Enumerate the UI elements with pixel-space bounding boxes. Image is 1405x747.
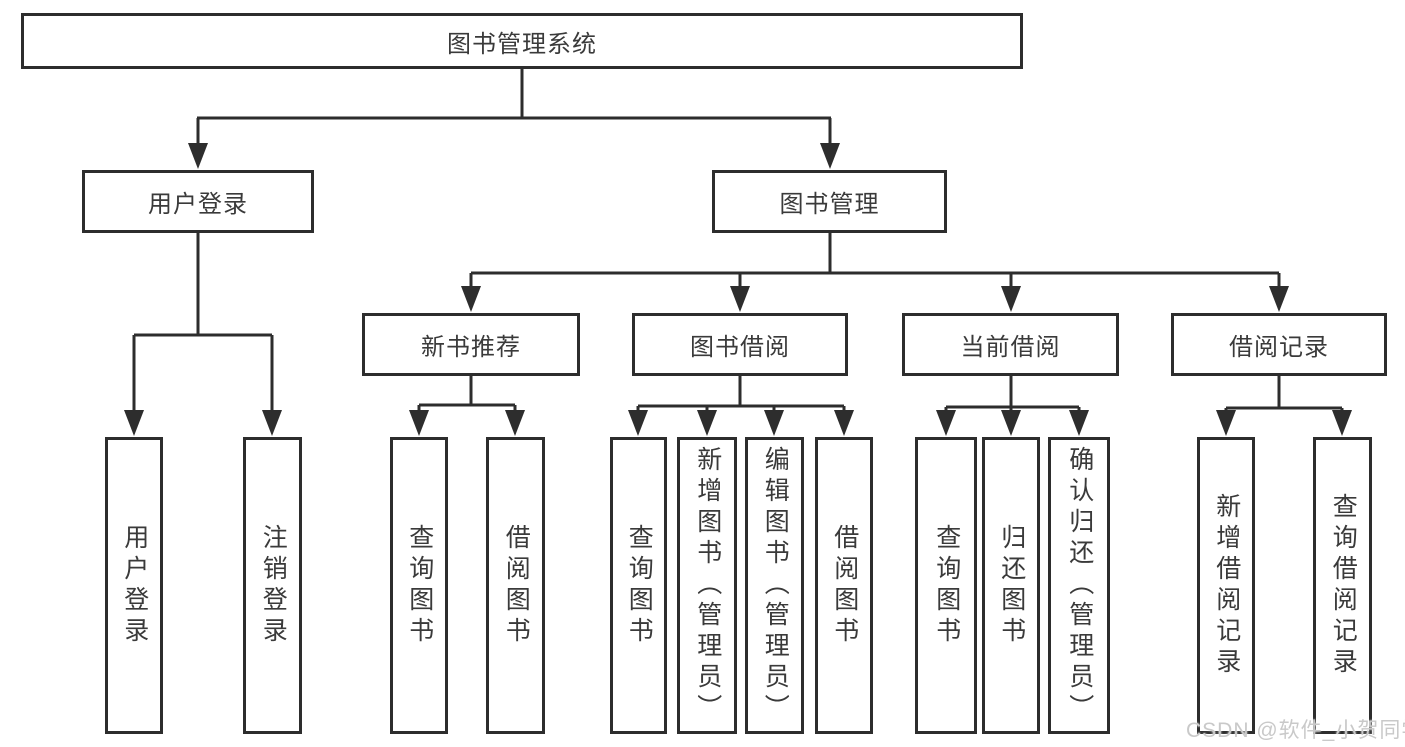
node-label: 借阅图书 [502,523,531,648]
node-label: 确认归还（管理员） [1065,446,1094,725]
node-label: 编辑图书（管理员） [761,446,790,725]
node-user-login: 用户登录 [82,170,314,233]
csdn-watermark: CSDN @软件_小贺同学 [1186,719,1405,742]
leaf-recommend-query-books: 查询图书 [390,437,448,734]
node-label: 用户登录 [120,523,149,648]
node-current-borrowing: 当前借阅 [902,313,1119,376]
leaf-user-login: 用户登录 [105,437,163,734]
leaf-recommend-borrow-books: 借阅图书 [486,437,545,734]
node-label: 借阅记录 [1229,334,1329,361]
node-label: 新书推荐 [421,334,521,361]
node-borrowing-records: 借阅记录 [1171,313,1387,376]
leaf-borrow-query-books: 查询图书 [610,437,667,734]
node-label: 新增借阅记录 [1212,492,1241,679]
node-label: 查询图书 [625,523,654,648]
node-label: 当前借阅 [960,334,1061,361]
node-label: 图书管理系统 [447,30,597,58]
leaf-current-query-books: 查询图书 [915,437,977,734]
leaf-logout: 注销登录 [243,437,302,734]
node-book-borrowing: 图书借阅 [632,313,848,376]
leaf-records-query-record: 查询借阅记录 [1313,437,1372,734]
leaf-borrow-edit-books-admin: 编辑图书（管理员） [745,437,804,734]
node-label: 查询借阅记录 [1329,492,1358,679]
leaf-current-confirm-return-admin: 确认归还（管理员） [1048,437,1110,734]
leaf-borrow-add-books-admin: 新增图书（管理员） [677,437,737,734]
leaf-records-add-record: 新增借阅记录 [1197,437,1255,734]
node-label: 图书借阅 [690,334,790,361]
node-label: 图书管理 [779,191,880,218]
node-label: 归还图书 [997,523,1026,648]
node-label: 新增图书（管理员） [693,446,722,725]
node-book-management: 图书管理 [712,170,947,233]
node-label: 查询图书 [405,523,434,648]
node-label: 查询图书 [932,523,961,648]
node-label: 借阅图书 [830,523,859,648]
node-library-management-system: 图书管理系统 [21,13,1023,69]
leaf-borrow-borrow-books: 借阅图书 [815,437,873,734]
leaf-current-return-books: 归还图书 [982,437,1040,734]
node-label: 注销登录 [259,523,288,648]
node-label: 用户登录 [148,191,248,218]
node-new-book-recommendation: 新书推荐 [362,313,580,376]
